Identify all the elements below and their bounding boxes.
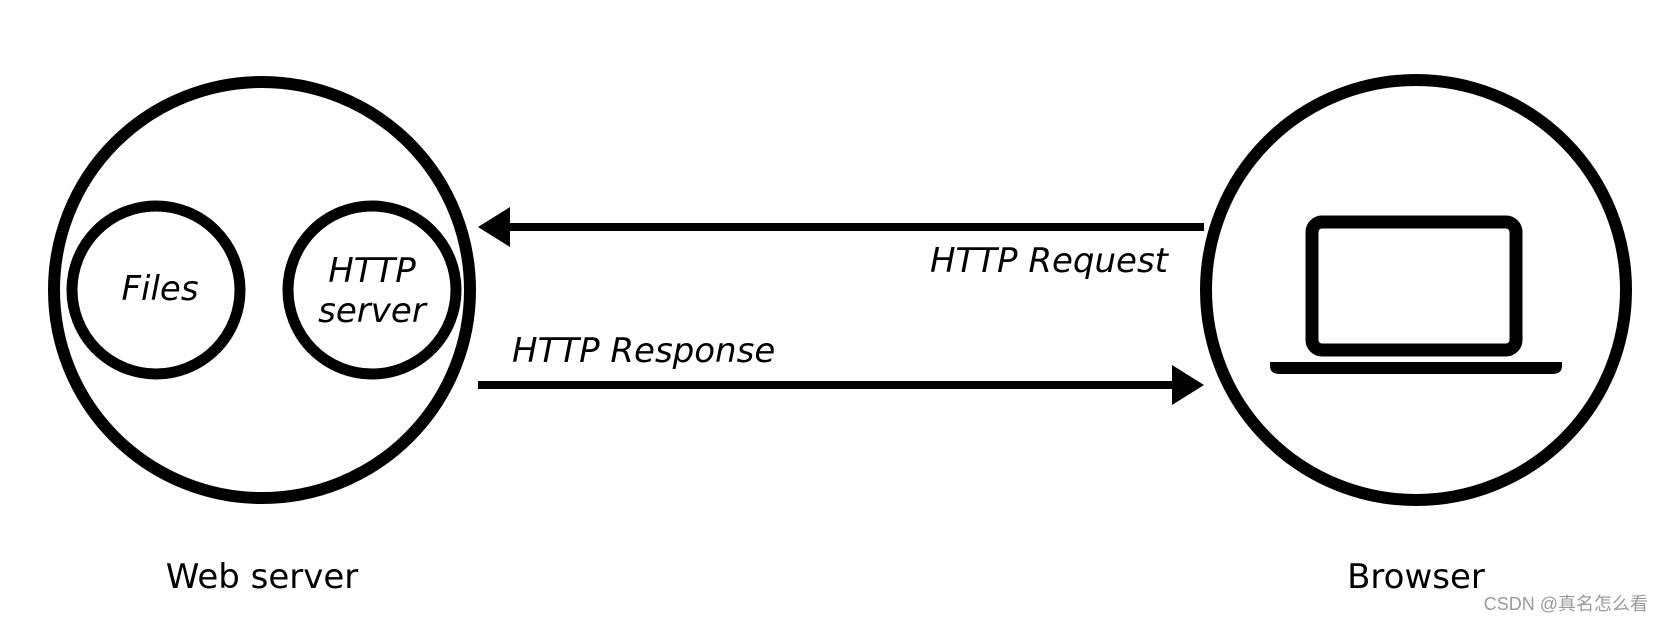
laptop-icon bbox=[1270, 215, 1562, 374]
http-request-arrow: HTTP Request bbox=[478, 207, 1204, 281]
http-server-label-line2: server bbox=[318, 291, 428, 331]
files-label: Files bbox=[121, 269, 198, 309]
files-circle bbox=[66, 200, 246, 380]
response-label: HTTP Response bbox=[512, 331, 775, 371]
browser-label: Browser bbox=[1347, 557, 1485, 597]
browser-node: Browser bbox=[1200, 74, 1632, 597]
http-server-circle bbox=[282, 200, 462, 380]
web-server-label: Web server bbox=[166, 557, 359, 597]
watermark: CSDN @真名怎么看 bbox=[1484, 594, 1648, 614]
http-response-arrow: HTTP Response bbox=[478, 331, 1204, 405]
web-server-circle bbox=[48, 76, 476, 504]
request-arrow-head bbox=[478, 207, 510, 247]
laptop-base bbox=[1270, 362, 1562, 374]
laptop-screen bbox=[1305, 215, 1523, 357]
http-server-label-line1: HTTP bbox=[328, 251, 416, 291]
response-arrow-head bbox=[1172, 365, 1204, 405]
browser-circle bbox=[1200, 74, 1632, 506]
request-label: HTTP Request bbox=[930, 241, 1170, 281]
web-server-node: Files HTTP server Web server bbox=[48, 76, 476, 597]
